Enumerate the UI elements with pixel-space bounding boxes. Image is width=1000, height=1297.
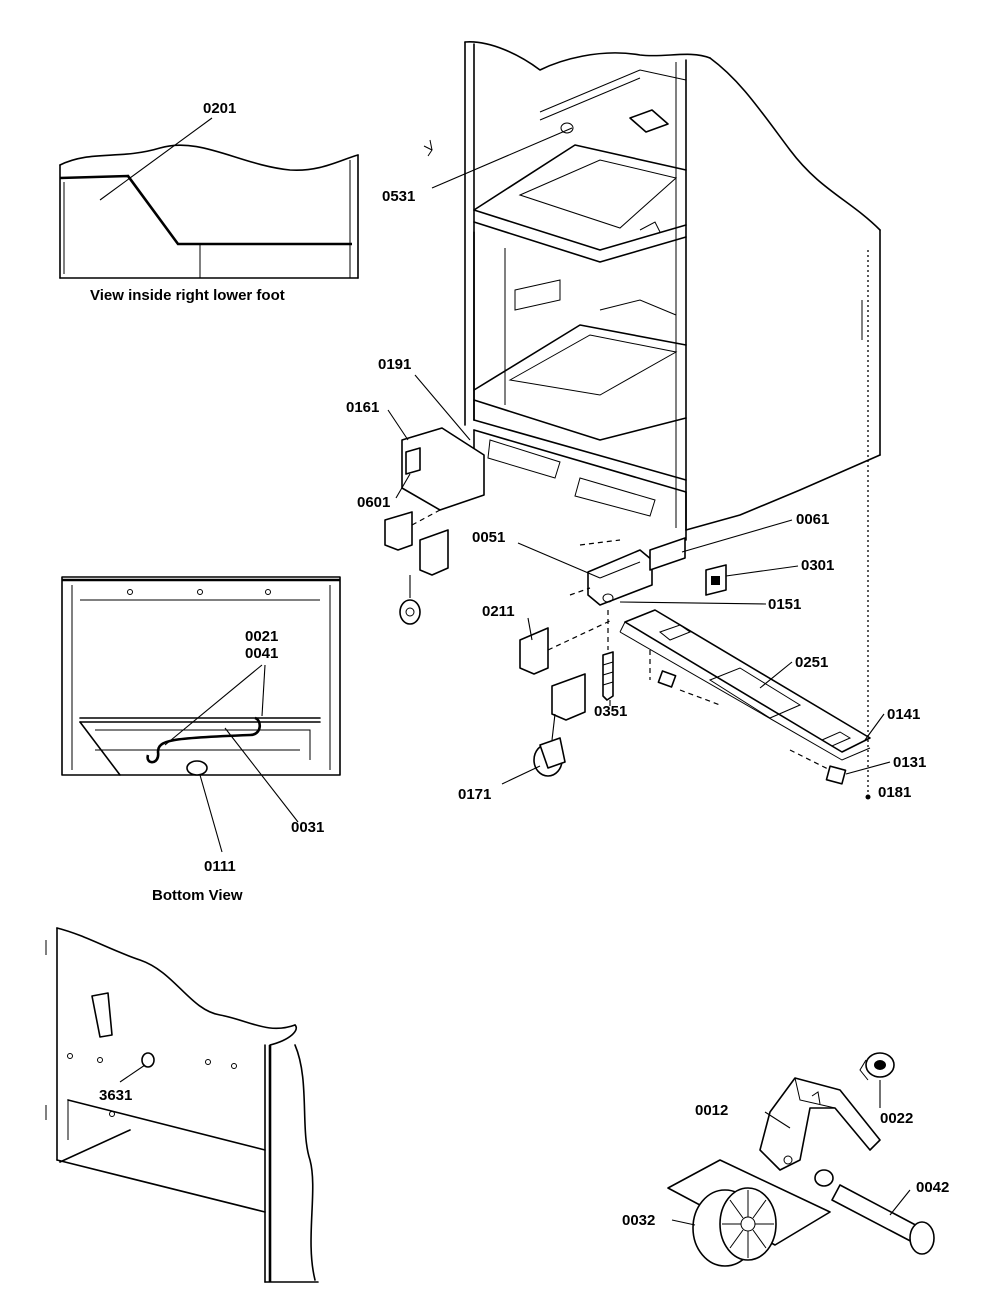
label-0141: 0141	[887, 706, 920, 723]
label-0051: 0051	[472, 529, 505, 546]
label-0061: 0061	[796, 511, 829, 528]
label-0031: 0031	[291, 819, 324, 836]
label-0191: 0191	[378, 356, 411, 373]
lower-hinge-parts	[384, 427, 485, 625]
label-0111: 0111	[204, 858, 236, 875]
label-3631: 3631	[99, 1087, 132, 1104]
label-0181: 0181	[878, 784, 911, 801]
label-0211: 0211	[482, 603, 515, 620]
foot-inset-view: 0201 View inside right lower foot	[59, 100, 359, 304]
label-0171: 0171	[458, 786, 491, 803]
side-inset-view: 3631	[45, 927, 319, 1283]
label-0131: 0131	[893, 754, 926, 771]
roller-detail-view: 0012 0022 0042 0032	[622, 1052, 949, 1267]
foot-view-caption: View inside right lower foot	[90, 287, 285, 304]
label-0301: 0301	[801, 557, 834, 574]
label-0022: 0022	[880, 1110, 913, 1127]
label-0151: 0151	[768, 596, 801, 613]
label-0042: 0042	[916, 1179, 949, 1196]
bottom-inset-view: 0021 0041 0031 0111 Bottom View	[61, 576, 341, 904]
center-front-parts	[519, 537, 727, 777]
label-0021: 0021	[245, 628, 278, 645]
label-0351: 0351	[594, 703, 627, 720]
label-0601: 0601	[357, 494, 390, 511]
label-0041: 0041	[245, 645, 278, 662]
main-part-labels: 0531 0191 0161 0601 0051 0061 0301 0151 …	[346, 188, 926, 803]
bottom-view-caption: Bottom View	[152, 887, 243, 904]
label-0032: 0032	[622, 1212, 655, 1229]
label-0012: 0012	[695, 1102, 728, 1119]
label-0201: 0201	[203, 100, 236, 117]
main-leaders	[387, 127, 891, 785]
label-0251: 0251	[795, 654, 828, 671]
label-0161: 0161	[346, 399, 379, 416]
cabinet-assembly	[423, 41, 881, 541]
label-0531: 0531	[382, 188, 415, 205]
base-rail	[619, 250, 871, 800]
